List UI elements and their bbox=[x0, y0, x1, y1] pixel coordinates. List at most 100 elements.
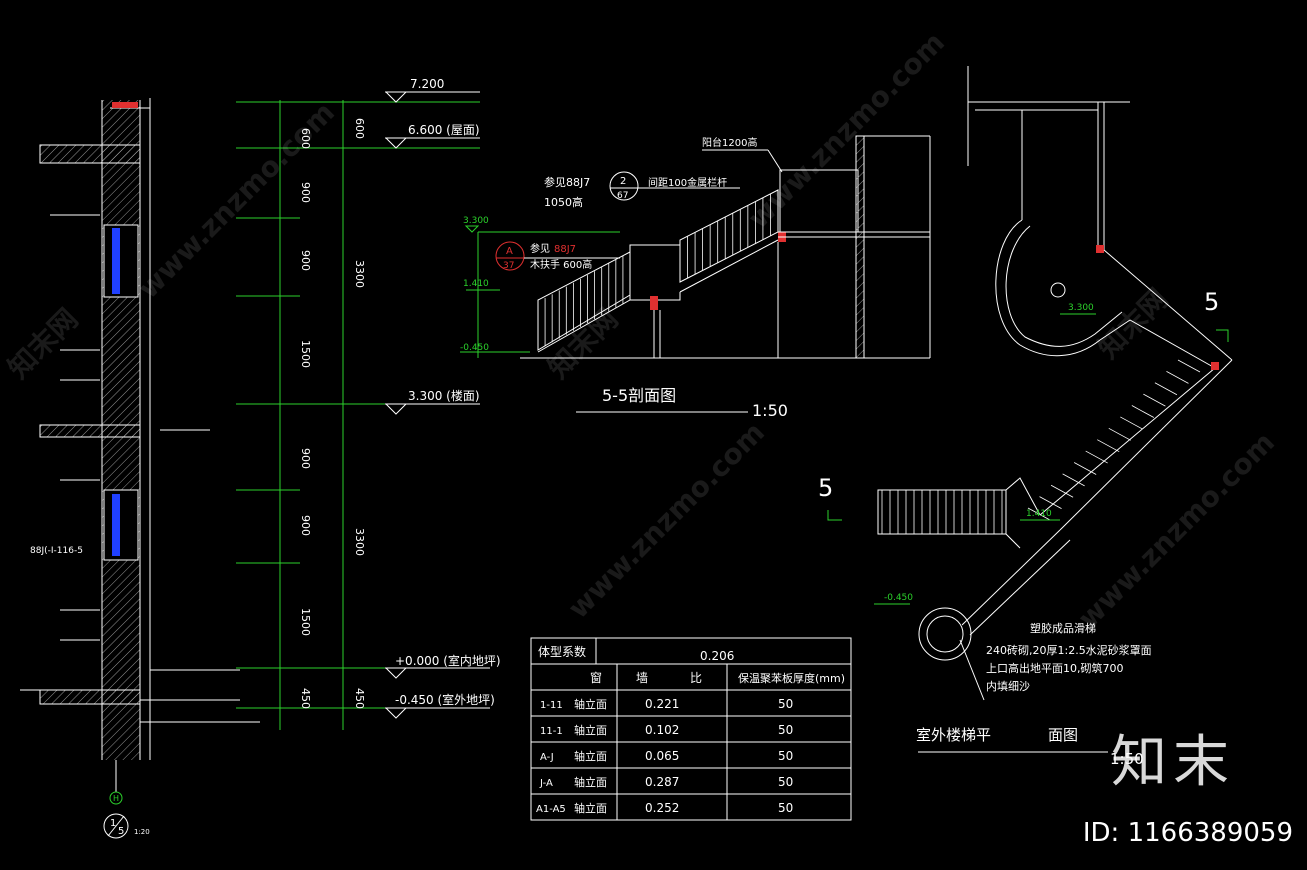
svg-text:67: 67 bbox=[617, 191, 628, 201]
svg-text:轴立面: 轴立面 bbox=[574, 775, 607, 789]
dim-left-1: 600 bbox=[299, 128, 312, 149]
table-row: J-A 轴立面 0.287 50 bbox=[539, 775, 793, 789]
svg-text:知末网: 知末网 bbox=[542, 302, 625, 385]
window-glass-upper bbox=[112, 228, 120, 294]
svg-text:2: 2 bbox=[620, 176, 626, 187]
stair-section-5-5: 3.300 1.410 -0.450 参见 88J7 1050高 2 67 间距1… bbox=[460, 135, 931, 420]
svg-text:88J7: 88J7 bbox=[554, 244, 576, 255]
svg-text:-0.450 (室外地坪): -0.450 (室外地坪) bbox=[395, 692, 495, 707]
plan-level-c: -0.450 bbox=[884, 593, 913, 603]
ref-bubble bbox=[609, 171, 639, 201]
detail-den: 5 bbox=[118, 826, 124, 837]
baluster bbox=[1050, 484, 1074, 498]
svg-text:50: 50 bbox=[778, 723, 793, 737]
svg-text:墙: 墙 bbox=[636, 671, 648, 685]
plan-title-2: 面图 bbox=[1048, 726, 1078, 744]
baluster bbox=[1085, 450, 1108, 464]
svg-text:0.065: 0.065 bbox=[645, 749, 679, 763]
detail-bubble-a bbox=[495, 241, 525, 271]
baluster bbox=[1177, 359, 1201, 373]
svg-text:7.200: 7.200 bbox=[410, 77, 444, 91]
section-cut-right: 5 bbox=[1204, 288, 1219, 316]
note-balcony: 阳台1200高 bbox=[702, 136, 757, 149]
svg-text:窗: 窗 bbox=[590, 671, 602, 685]
svg-text:0.221: 0.221 bbox=[645, 697, 679, 711]
elevation-6600: 6.600 (屋面) bbox=[385, 123, 480, 149]
table-row: 11-1 轴立面 0.102 50 bbox=[540, 723, 793, 737]
table-row: 1-11 轴立面 0.221 50 bbox=[540, 697, 793, 711]
elevation-3300: 3.300 (楼面) bbox=[385, 388, 480, 415]
svg-text:3.300: 3.300 bbox=[463, 216, 489, 226]
svg-text:0.102: 0.102 bbox=[645, 723, 679, 737]
table-header-label: 体型系数 bbox=[538, 644, 586, 659]
plan-note-top: 上口高出地平面10,砌筑700 bbox=[986, 661, 1124, 675]
plan-level-b: 1.410 bbox=[1026, 509, 1052, 519]
svg-text:参见: 参见 bbox=[530, 242, 550, 255]
table-header-value: 0.206 bbox=[700, 649, 734, 663]
svg-text:轴立面: 轴立面 bbox=[574, 697, 607, 711]
dim-right-2: 3300 bbox=[353, 260, 366, 288]
svg-text:A-J: A-J bbox=[540, 752, 554, 763]
wall-section: 88J(-I-116-5 H 1 5 1:20 bbox=[20, 98, 260, 839]
note-railing: 间距100金属栏杆 bbox=[648, 176, 727, 189]
wall-annotations bbox=[50, 214, 240, 671]
elevation-0450: -0.450 (室外地坪) bbox=[385, 692, 495, 719]
svg-text:50: 50 bbox=[778, 801, 793, 815]
plan-note-sand: 内填细沙 bbox=[986, 679, 1030, 693]
svg-text:+0.000 (室内地坪): +0.000 (室内地坪) bbox=[395, 653, 501, 668]
dim-left-7: 1500 bbox=[299, 608, 312, 636]
plan-level-a: 3.300 bbox=[1068, 303, 1094, 313]
elevation-markers: 7.200 6.600 (屋面) 3.300 (楼面) +0.000 (室内地坪… bbox=[385, 77, 501, 719]
plan-diagonal-steps bbox=[1027, 359, 1201, 521]
svg-text:比: 比 bbox=[690, 671, 702, 685]
wall-note: 88J(-I-116-5 bbox=[30, 546, 83, 556]
dimension-chains: 600 900 900 1500 900 900 1500 450 600 33… bbox=[236, 100, 480, 730]
svg-text:J-A: J-A bbox=[539, 778, 553, 789]
note-1050: 1050高 bbox=[544, 195, 583, 209]
baluster bbox=[1097, 439, 1120, 453]
window-glass-lower bbox=[112, 494, 120, 556]
svg-text:0.252: 0.252 bbox=[645, 801, 679, 815]
plan-title: 室外楼梯平 bbox=[916, 726, 991, 744]
svg-text:-0.450: -0.450 bbox=[460, 343, 489, 353]
parapet-cap bbox=[112, 102, 138, 108]
svg-text:www.znzmo.com: www.znzmo.com bbox=[562, 416, 771, 625]
baluster bbox=[1154, 382, 1178, 396]
baluster bbox=[1108, 427, 1131, 441]
section-title: 5-5剖面图 bbox=[602, 386, 676, 405]
plan-note-brick: 240砖砌,20厚1:2.5水泥砂浆罩面 bbox=[986, 643, 1152, 657]
dim-left-2: 900 bbox=[299, 182, 312, 203]
stair-plan: 3.300 1.410 -0.450 5 5 塑胶成品滑梯 240砖砌,20厚1… bbox=[818, 66, 1233, 768]
plan-lower-flight bbox=[877, 489, 1007, 535]
dim-right-1: 600 bbox=[353, 118, 366, 139]
plan-scale: 1:50 bbox=[1110, 750, 1144, 768]
note-handrail: 木扶手 600高 bbox=[530, 258, 592, 271]
dim-left-5: 900 bbox=[299, 448, 312, 469]
axis-bubble bbox=[109, 791, 123, 805]
svg-text:保温聚苯板厚度(mm): 保温聚苯板厚度(mm) bbox=[738, 671, 845, 685]
baluster bbox=[1062, 473, 1085, 487]
section-levels: 3.300 1.410 -0.450 bbox=[460, 216, 620, 358]
sandpit-inner bbox=[926, 615, 964, 653]
brand-logo: 知末 bbox=[1111, 730, 1235, 795]
svg-text:6.600 (屋面): 6.600 (屋面) bbox=[408, 123, 480, 137]
svg-text:知末网: 知末网 bbox=[1092, 282, 1175, 365]
baluster bbox=[1131, 405, 1155, 418]
upper-railing bbox=[679, 189, 779, 283]
table-row: A1-A5 轴立面 0.252 50 bbox=[536, 801, 793, 815]
svg-text:0.287: 0.287 bbox=[645, 775, 679, 789]
detail-scale: 1:20 bbox=[134, 828, 150, 836]
svg-text:A1-A5: A1-A5 bbox=[536, 804, 566, 815]
svg-text:37: 37 bbox=[503, 261, 514, 271]
svg-text:50: 50 bbox=[778, 697, 793, 711]
elevation-7200: 7.200 bbox=[385, 77, 480, 103]
insulation-table: 体型系数 0.206 窗 墙 比 保温聚苯板厚度(mm) 1-11 轴立面 0.… bbox=[530, 637, 852, 821]
baluster bbox=[1073, 462, 1097, 475]
svg-text:50: 50 bbox=[778, 749, 793, 763]
svg-text:轴立面: 轴立面 bbox=[574, 801, 607, 815]
svg-text:11-1: 11-1 bbox=[540, 726, 563, 737]
table-row: A-J 轴立面 0.065 50 bbox=[540, 749, 793, 763]
section-scale: 1:50 bbox=[752, 401, 788, 420]
svg-text:轴立面: 轴立面 bbox=[574, 749, 607, 763]
column-circle bbox=[1050, 282, 1066, 298]
